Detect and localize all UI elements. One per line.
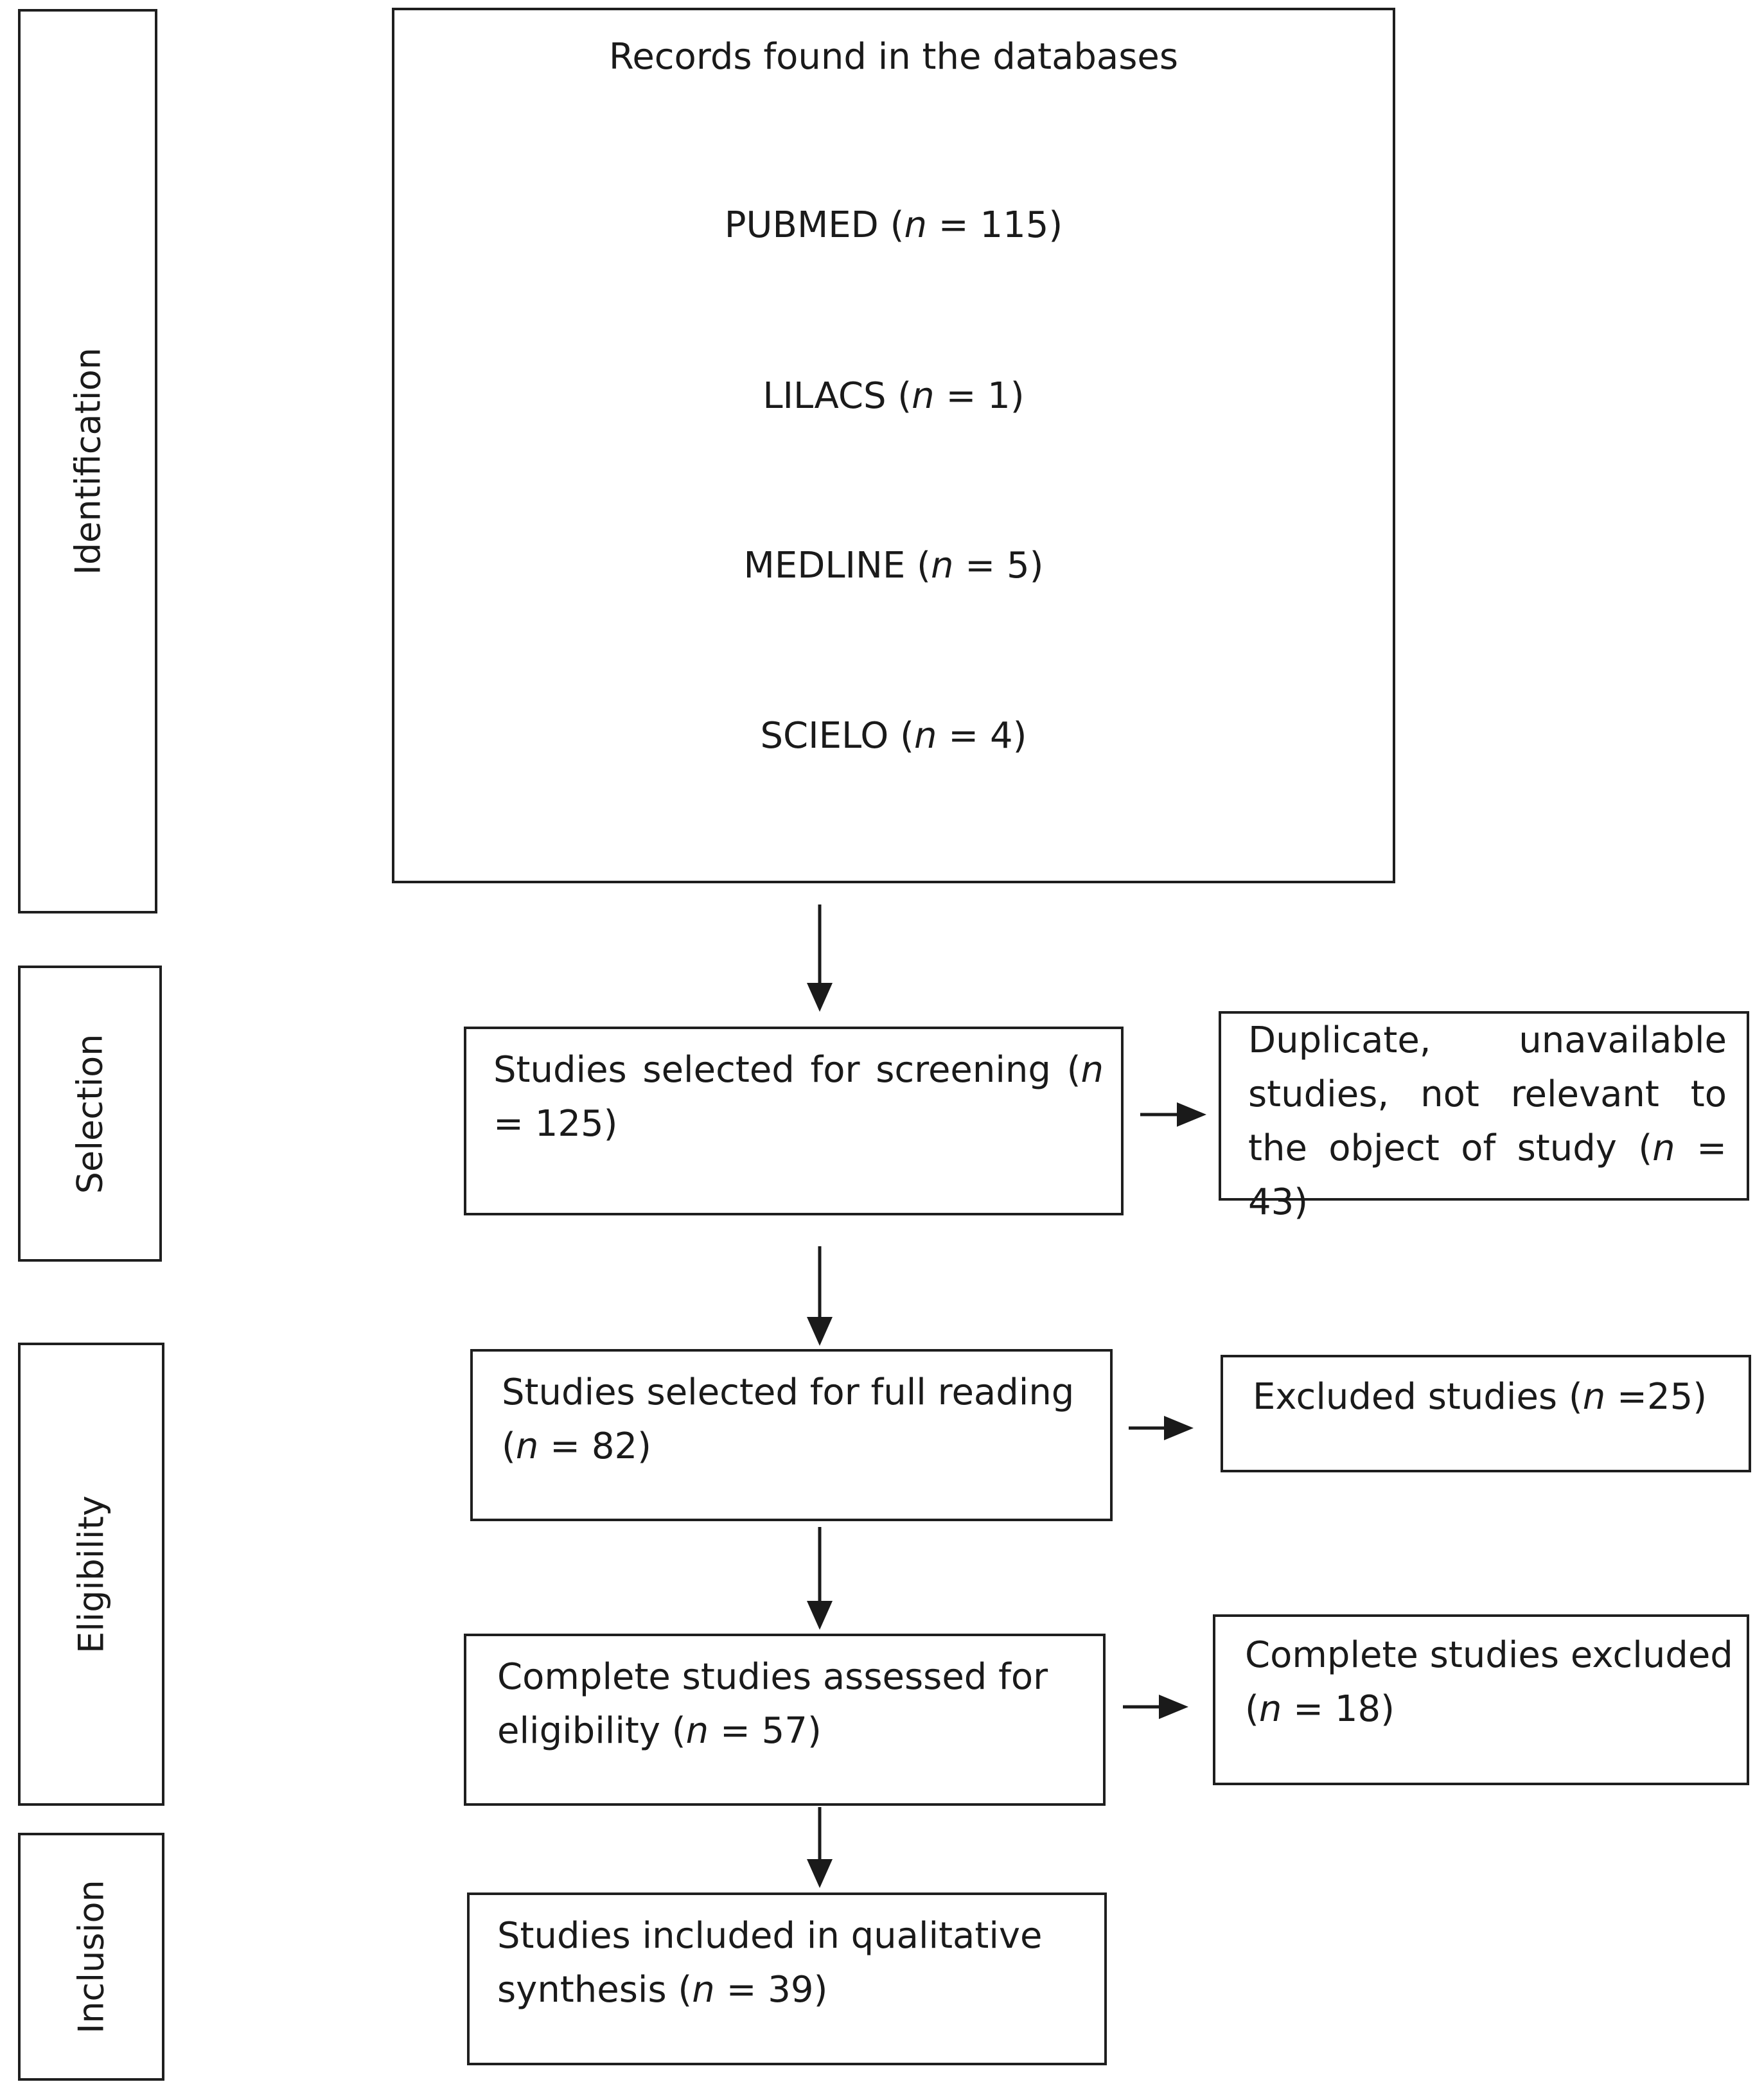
screening-box: Studies selected for screening (n = 125) (464, 1027, 1124, 1215)
records-title: Records found in the databases (608, 36, 1179, 78)
arrow-records-to-screening (807, 904, 833, 1012)
phase-label-inclusion: Inclusion (71, 1880, 112, 2034)
phase-box-inclusion: Inclusion (18, 1833, 164, 2081)
screening-text: Studies selected for screening (n = 125) (493, 1049, 1104, 1145)
phase-label-selection: Selection (69, 1034, 110, 1194)
phase-box-identification: Identification (18, 9, 157, 913)
database-scielo: SCIELO (n = 4) (760, 715, 1027, 757)
duplicates-box: Duplicate, unavailable studies, not rele… (1219, 1011, 1749, 1223)
database-pubmed: PUBMED (n = 115) (724, 204, 1063, 246)
excluded-text: Excluded studies (n =25) (1253, 1376, 1707, 1418)
duplicates-text: Duplicate, unavailable studies, not rele… (1248, 1019, 1727, 1223)
arrow-full-reading-to-excluded (1129, 1416, 1194, 1440)
arrow-assessed-to-included (807, 1807, 833, 1888)
complete-excluded-box: Complete studies excluded (n = 18) (1213, 1614, 1749, 1785)
phase-label-identification: Identification (67, 347, 108, 576)
arrow-screening-to-full-reading (807, 1246, 833, 1346)
database-medline: MEDLINE (n = 5) (743, 545, 1044, 587)
phase-box-selection: Selection (18, 966, 162, 1262)
assessed-box: Complete studies assessed for eligibilit… (464, 1634, 1106, 1806)
included-box: Studies included in qualitative synthesi… (467, 1892, 1107, 2065)
arrow-screening-to-duplicates (1140, 1102, 1206, 1127)
arrow-full-reading-to-assessed (807, 1527, 833, 1630)
excluded-box: Excluded studies (n =25) (1221, 1355, 1751, 1472)
records-box: Records found in the databases PUBMED (n… (392, 8, 1395, 883)
full-reading-box: Studies selected for full reading (n = 8… (470, 1349, 1113, 1521)
full-reading-text: Studies selected for full reading (n = 8… (502, 1372, 1075, 1467)
complete-excluded-text: Complete studies excluded (n = 18) (1245, 1634, 1733, 1730)
phase-label-eligibility: Eligibility (71, 1495, 112, 1654)
arrow-assessed-to-complete-excluded (1123, 1695, 1188, 1719)
phase-box-eligibility: Eligibility (18, 1343, 164, 1806)
assessed-text: Complete studies assessed for eligibilit… (497, 1656, 1048, 1752)
included-text: Studies included in qualitative synthesi… (497, 1915, 1043, 2011)
database-lilacs: LILACS (n = 1) (763, 375, 1025, 417)
